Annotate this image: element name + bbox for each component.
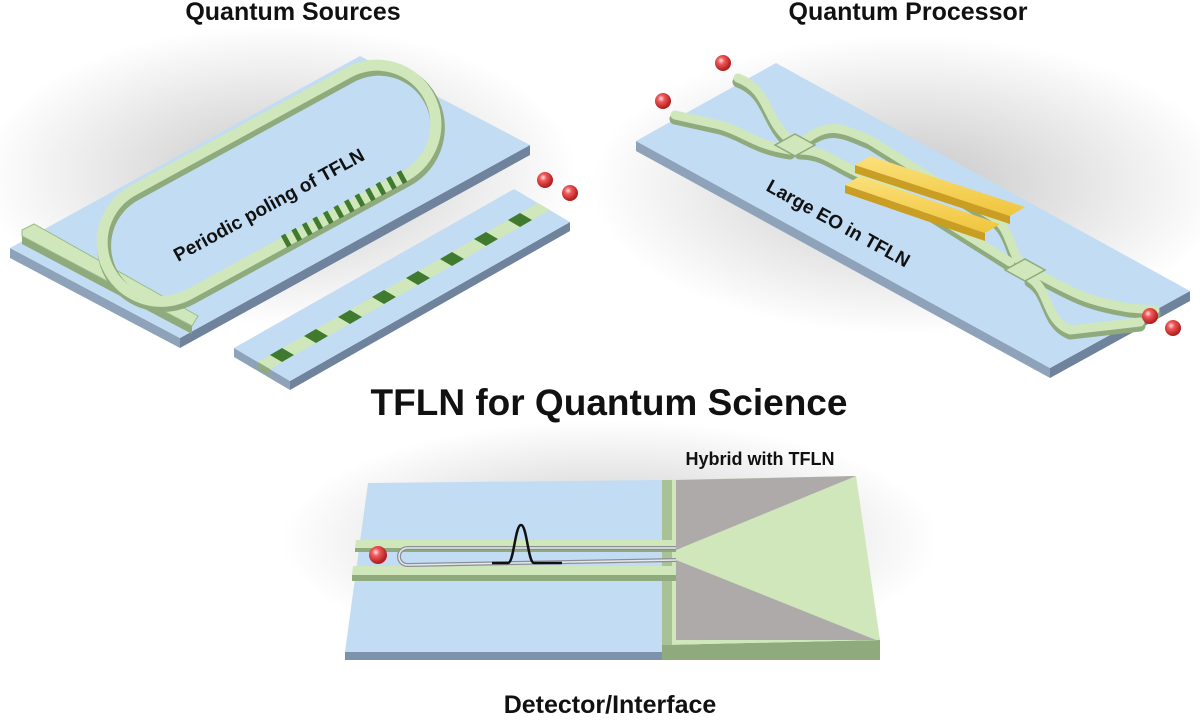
processor-title: Quantum Processor [789, 0, 1028, 26]
detector-waveguide-lower [352, 566, 676, 575]
ppln-chip [234, 189, 570, 390]
mzi-arm-upper [800, 123, 1025, 267]
ring-chip: Periodic poling of TFLN [10, 56, 530, 348]
ppln-poling-domains [270, 213, 532, 362]
center-title: TFLN for Quantum Science [371, 382, 848, 423]
processor-photons [655, 55, 1181, 336]
photon-icon [715, 55, 731, 71]
racetrack-ring [96, 59, 445, 312]
electrode-lower-side [845, 185, 985, 241]
detector-waveguide-lower-side [352, 575, 676, 581]
photon-icon [655, 93, 671, 109]
photon-icon [1165, 320, 1181, 336]
electrode-upper [855, 156, 1025, 216]
quantum-processor-panel: Large EO in TFLN Quantum Processor [636, 0, 1190, 378]
hybrid-region-side [662, 640, 880, 660]
ppln-chip-side-right [290, 222, 570, 390]
ring-chip-side [10, 248, 180, 348]
quantum-sources-panel: Periodic poling of TFLN Quan [10, 0, 578, 390]
sources-title: Quantum Sources [185, 0, 400, 26]
photon-icon [1142, 308, 1158, 324]
electrode-upper-side [855, 165, 1010, 224]
output-waveguide-lower [1025, 273, 1145, 335]
pulse-signal [492, 523, 562, 565]
nanowire-hairpin-highlight [398, 547, 677, 566]
photon-icon [562, 185, 578, 201]
ppln-waveguide-side [258, 362, 270, 376]
input-waveguide-upper [733, 73, 795, 145]
photon-pair-sources [537, 172, 578, 201]
processor-chip-side [636, 141, 1050, 378]
detector-title: Detector/Interface [504, 691, 717, 719]
detector-panel: Hybrid with TFLN Detector/Interface [345, 449, 880, 719]
ppln-waveguide [258, 203, 550, 369]
photon-icon [537, 172, 553, 188]
electrodes [845, 156, 1025, 241]
coupler-1 [773, 133, 817, 157]
hybrid-edge [662, 480, 672, 645]
coupler-2 [1003, 258, 1047, 282]
output-waveguide-upper [1025, 265, 1160, 315]
photon-icon [369, 546, 387, 564]
poling-section [280, 170, 408, 248]
ring-chip-side-right [180, 145, 530, 348]
ring-chip-top [10, 56, 530, 338]
electrode-lower [845, 176, 1000, 233]
metal-pad-upper [676, 476, 856, 550]
metal-pad-lower [676, 560, 876, 640]
hybrid-label: Hybrid with TFLN [686, 449, 835, 469]
